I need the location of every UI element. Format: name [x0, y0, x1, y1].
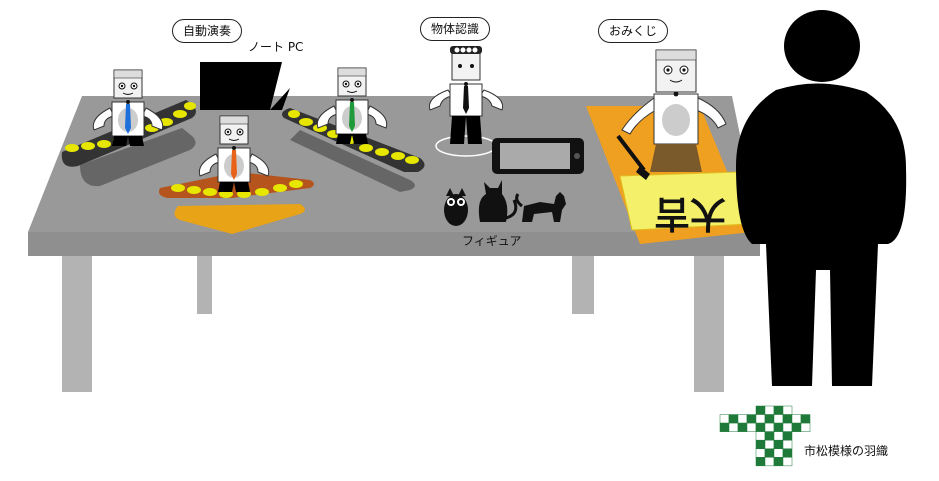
haori-checker-square — [737, 414, 748, 424]
table-leg-front-right — [694, 256, 724, 392]
robot-right-performer — [316, 67, 388, 145]
haori-checker-square — [782, 431, 793, 441]
haori-checker-square — [755, 422, 766, 432]
haori-checker-square — [791, 414, 802, 424]
haori-checker-square — [782, 405, 793, 415]
tablet-device — [492, 138, 584, 174]
calligraphy-text: 大吉 — [654, 193, 726, 235]
haori-checker-square — [746, 414, 757, 424]
haori-checker-square — [737, 422, 748, 432]
haori-checker-square — [764, 414, 775, 424]
haori-checker-square — [773, 457, 784, 467]
visitor-silhouette — [736, 10, 907, 386]
label-checkered-haori: 市松模様の羽織 — [804, 444, 889, 458]
haori-checker-square — [773, 448, 784, 458]
haori-checker-square — [773, 414, 784, 424]
label-notebook-pc: ノート PC — [248, 40, 304, 54]
haori-checker-square — [746, 422, 757, 432]
haori-checker-square — [764, 448, 775, 458]
haori-checker-square — [755, 405, 766, 415]
haori-checker-square — [728, 414, 739, 424]
robot-omikuji — [621, 49, 727, 172]
robot-left-performer — [92, 69, 164, 147]
haori-checker-square — [782, 448, 793, 458]
haori-checker-square — [764, 405, 775, 415]
haori-checker-square — [755, 457, 766, 467]
haori-checker-square — [764, 431, 775, 441]
haori-checker-square — [773, 422, 784, 432]
haori-checker-square — [719, 414, 730, 424]
label-figure: フィギュア — [462, 234, 522, 248]
haori-checker-square — [791, 422, 802, 432]
haori-checker-square — [755, 431, 766, 441]
label-omikuji: おみくじ — [598, 19, 669, 43]
haori-checker-square — [800, 414, 811, 424]
haori-checker-square — [764, 439, 775, 450]
notebook-pc — [200, 62, 290, 110]
haori-checker-square — [773, 439, 784, 450]
haori-checker-square — [782, 414, 793, 424]
haori-checker-square — [773, 405, 784, 415]
haori-checker-square — [764, 422, 775, 432]
table-leg-back-left — [197, 256, 212, 314]
haori-checker-square — [782, 457, 793, 467]
label-object-recognition: 物体認識 — [420, 17, 491, 41]
table-legs — [62, 256, 724, 392]
haori-checker-square — [764, 457, 775, 467]
checkered-haori-pattern — [719, 405, 811, 467]
haori-checker-square — [719, 422, 730, 432]
haori-checker-square — [728, 422, 739, 432]
haori-checker-square — [755, 439, 766, 450]
haori-checker-square — [782, 439, 793, 450]
figure-cat — [478, 180, 518, 222]
label-auto-performance: 自動演奏 — [172, 19, 243, 43]
haori-checker-square — [800, 422, 811, 432]
calligraphy-brush — [616, 134, 650, 180]
haori-checker-square — [773, 431, 784, 441]
figure-dog — [515, 192, 566, 222]
haori-checker-square — [755, 448, 766, 458]
robot-center-performer — [198, 115, 270, 193]
figure-owl — [444, 188, 468, 226]
table-leg-front-left — [62, 256, 92, 392]
haori-checker-square — [782, 422, 793, 432]
table-leg-back-right — [572, 256, 594, 314]
haori-checker-square — [755, 414, 766, 424]
